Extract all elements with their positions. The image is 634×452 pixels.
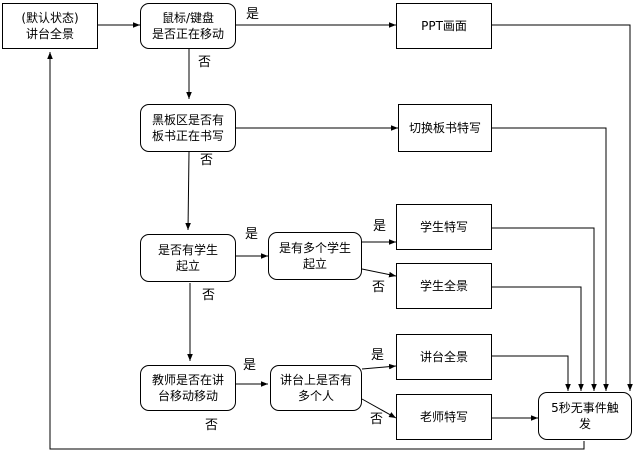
blackboard-decision: 黑板区是否有 板书正在书写 (140, 104, 236, 152)
arrow-fivesec-to-default (47, 52, 585, 450)
label-yes-podium: 是 (371, 348, 385, 363)
label-no-loop: 否 (205, 418, 219, 433)
label-yes-student-closeup: 是 (373, 219, 387, 234)
label-no-standing: 否 (200, 153, 214, 168)
arrow-persons-to-teacherclose (361, 398, 397, 419)
arrow-ppt-to-fivesec (492, 24, 633, 391)
arrow-persons-to-podium (361, 363, 397, 370)
multi-persons-decision: 讲台上是否有 多个人 (270, 365, 362, 411)
board-closeup-node: 切换板书特写 (398, 104, 492, 152)
arrow-multi-to-panorama (361, 268, 397, 278)
label-no-teacher-closeup: 否 (370, 412, 384, 427)
student-standing-decision: 是否有学生 起立 (140, 234, 236, 282)
ppt-screen-node: PPT画面 (396, 3, 492, 49)
label-no-blackboard: 否 (198, 55, 212, 70)
arrow-studentclose-to-fivesec (492, 227, 597, 391)
label-no-student-panorama: 否 (372, 280, 386, 295)
label-yes-multi-students: 是 (245, 227, 259, 242)
arrow-boardclose-to-fivesec (492, 127, 609, 391)
student-closeup-node: 学生特写 (396, 204, 492, 250)
arrow-blackboard-to-standing (185, 151, 191, 231)
arrow-studentpano-to-fivesec (492, 286, 584, 391)
podium-panorama-node: 讲台全景 (396, 334, 492, 380)
teacher-closeup-node: 老师特写 (396, 394, 492, 440)
default-state-node: (默认状态) 讲台全景 (2, 3, 98, 49)
teacher-moving-decision: 教师是否在讲 台移动移动 (140, 365, 236, 411)
label-no-teacher: 否 (202, 288, 216, 303)
label-yes-multi-persons: 是 (243, 358, 257, 373)
label-yes-ppt: 是 (246, 7, 260, 22)
mouse-keyboard-decision: 鼠标/键盘 是否正在移动 (140, 3, 236, 49)
multi-students-decision: 是有多个学生 起立 (268, 232, 362, 280)
five-second-node: 5秒无事件触 发 (538, 392, 632, 440)
arrow-podium-to-fivesec (492, 355, 571, 391)
student-panorama-node: 学生全景 (396, 263, 492, 309)
